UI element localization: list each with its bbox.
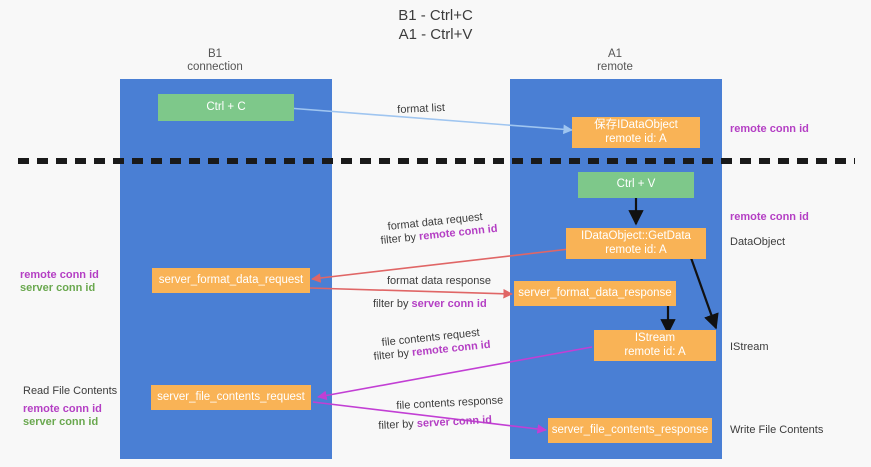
- annotation-server-conn-id-left-2: server conn id: [23, 416, 99, 428]
- box-server-file-contents-request[interactable]: server_file_contents_request: [151, 385, 311, 410]
- box-ctrl-c[interactable]: Ctrl + C: [158, 94, 294, 121]
- filter-key-server-conn-id: server conn id: [411, 298, 487, 310]
- filter-prefix: filter by: [373, 346, 413, 363]
- lane-title-a1: A1 remote: [597, 48, 633, 73]
- filter-prefix: filter by: [380, 230, 420, 247]
- annotation-read-file-contents: Read File Contents: [23, 385, 118, 397]
- box-server-format-data-response[interactable]: server_format_data_response: [514, 281, 676, 306]
- box-save-idataobject[interactable]: 保存IDataObject remote id: A: [572, 117, 700, 148]
- box-server-file-contents-response[interactable]: server_file_contents_response: [548, 418, 712, 443]
- box-server-format-data-request[interactable]: server_format_data_request: [152, 268, 310, 293]
- lane-title-b1: B1 connection: [187, 48, 243, 73]
- filter-key-server-conn-id: server conn id: [416, 414, 493, 430]
- annotation-istream: IStream: [730, 341, 769, 353]
- edge-label-format-data-response-filter: filter by server conn id: [373, 297, 487, 311]
- annotation-dataobject: DataObject: [730, 236, 786, 248]
- edge-label-file-contents-response-filter: filter by server conn id: [378, 413, 492, 433]
- box-idataobject-getdata[interactable]: IDataObject::GetData remote id: A: [566, 228, 706, 259]
- annotation-write-file-contents: Write File Contents: [730, 424, 824, 436]
- edge-label-format-data-response: format data response: [387, 275, 491, 287]
- filter-prefix: filter by: [378, 417, 418, 432]
- box-ctrl-v[interactable]: Ctrl + V: [578, 172, 694, 198]
- filter-prefix: filter by: [373, 298, 412, 310]
- arrow-format-data-response: [309, 287, 513, 299]
- edge-label-format-list: format list: [397, 101, 446, 116]
- annotation-remote-conn-id-left-2: remote conn id: [23, 403, 102, 415]
- annotation-remote-conn-id-left: remote conn id: [20, 269, 99, 281]
- box-istream[interactable]: IStream remote id: A: [594, 330, 716, 361]
- page-title: B1 - Ctrl+C A1 - Ctrl+V: [398, 7, 473, 43]
- edge-label-file-contents-response: file contents response: [396, 394, 504, 412]
- annotation-server-conn-id-left: server conn id: [20, 282, 96, 294]
- annotation-remote-conn-id-top: remote conn id: [730, 123, 809, 135]
- annotation-remote-conn-id-mid: remote conn id: [730, 211, 809, 223]
